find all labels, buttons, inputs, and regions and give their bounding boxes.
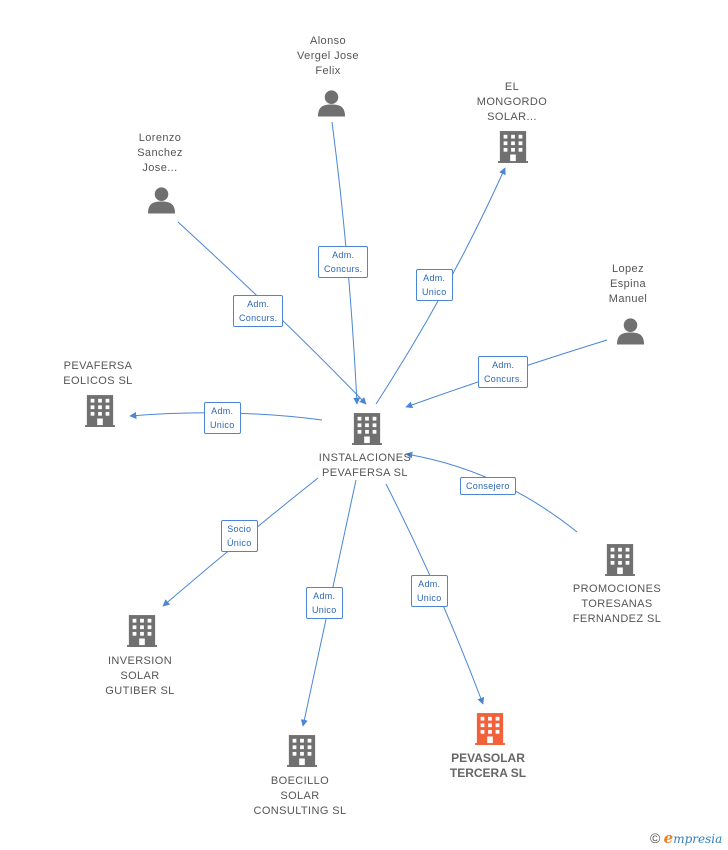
edge-label-promociones-inst: Consejero [460, 477, 516, 495]
inversion-building-icon [127, 615, 157, 647]
pevasolar-building-icon [475, 713, 505, 745]
edge-label-lorenzo-inst: Adm.Concurs. [233, 295, 284, 327]
footer-brand[interactable]: © empresia [650, 829, 722, 847]
lorenzo-person-icon [147, 187, 176, 214]
edge-label-alonso-inst: Adm.Concurs. [318, 246, 369, 278]
boecillo-building-icon [287, 735, 317, 767]
alonso-person-icon [317, 90, 346, 117]
brand-logo: empresia [663, 829, 723, 847]
edge-label-inst-pevasolar: Adm.Unico [411, 575, 448, 607]
edge-label-inst-boecillo: Adm.Unico [306, 587, 343, 619]
eolicos-building-icon [85, 395, 115, 427]
lopez-person-icon [616, 318, 645, 345]
mongordo-building-icon [498, 131, 528, 163]
instalaciones-building-icon [352, 413, 382, 445]
edge-label-inst-eolicos: Adm.Unico [204, 402, 241, 434]
edge-label-lopez-inst: Adm.Concurs. [478, 356, 529, 388]
edge-label-inst-mongordo: Adm.Unico [416, 269, 453, 301]
copyright-icon: © [650, 830, 661, 846]
promociones-building-icon [605, 544, 635, 576]
